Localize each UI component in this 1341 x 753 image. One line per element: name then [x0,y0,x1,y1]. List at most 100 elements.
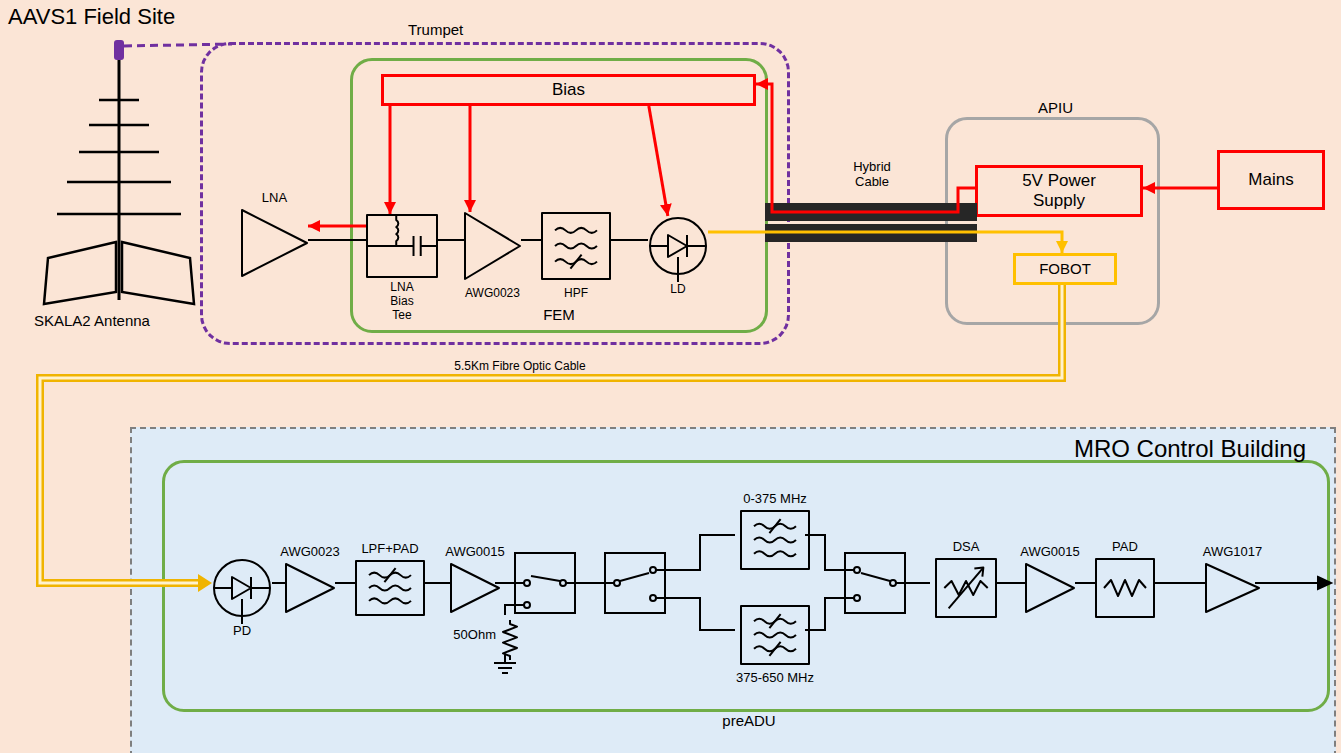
switch-contact [524,580,530,586]
diode-lead [241,599,243,624]
text-holder: SKALA2 Antenna [34,312,204,330]
text-holder: 5.5Km Fibre Optic Cable [400,356,640,374]
switch-contact [854,595,860,601]
pad-zigzag [1104,580,1146,596]
switch-pivot [614,580,620,586]
switch-symbol [515,553,575,613]
wire [665,535,735,570]
fibre-cable-inner [40,285,1062,583]
filter-symbol-drawing [740,510,810,570]
node-label: 0-375 MHz [743,492,807,507]
filter-strike [384,568,395,582]
laser-diode-symbol-drawing [648,216,708,276]
connector [390,106,391,214]
switch-pivot [560,580,566,586]
filter-strike [769,642,780,656]
connector-line [611,239,648,241]
output-arrowhead [1318,577,1331,589]
node-label: LD [670,283,685,297]
node-label: Trumpet [408,21,463,38]
switch-pivot [890,580,896,586]
bias-tee-symbol-drawing [366,214,438,278]
amplifier-symbol: AWG1017 [1205,563,1260,613]
fibre-cable-outer [40,285,1062,583]
connector [470,106,471,212]
optical-transmitter-box: FOBOT [1013,253,1117,285]
connector-line [1075,582,1095,584]
node-label: LNA Bias Tee [382,281,422,322]
photodiode-symbol: PD [212,558,272,618]
power-supply-box: 5V Power Supply [975,165,1143,217]
photodiode-symbol-drawing [212,558,272,618]
filter-wave [555,244,597,249]
switch-symbol [845,553,905,613]
wire [905,582,930,584]
connector-line [708,232,1062,253]
connector-line [272,582,285,584]
node-label: LPF+PAD [361,542,418,557]
amplifier-symbol-drawing [285,563,335,613]
fibre-arrowhead [198,574,212,592]
variable-arrowhead [974,568,983,577]
connector [308,240,366,241]
connector-line [308,225,366,228]
connector-line [469,106,472,212]
diode-triangle [232,577,251,599]
connector [1143,188,1217,189]
filter-symbol: 375-650 MHz [740,605,810,665]
diode-lead [687,245,706,247]
amplifier-symbol: AWG0015 [1025,563,1075,613]
diode-lead [650,245,668,247]
connector [521,240,541,241]
wire [805,598,845,630]
antenna-element [57,213,181,216]
amplifier-symbol-drawing [450,563,500,613]
symbol-outline [936,559,996,617]
amplifier-triangle [1206,564,1259,612]
module-group: PDAWG0023LPF+PADAWG001550Ohm0-375 MHz375… [162,460,1330,712]
filter-symbol-drawing [541,212,611,280]
ground-symbol [498,667,512,669]
switch-contact [650,595,656,601]
node-label: FOBOT [1039,260,1091,277]
variable-arrow [949,568,984,609]
diode-lead [251,587,270,589]
connector-line [1155,582,1205,584]
output-wire [1255,582,1320,584]
text-holder: FEM [353,306,765,324]
switch-arm [531,576,560,581]
switch-arm [620,573,649,581]
connector [611,240,648,241]
filter-strike [769,519,780,533]
connector-line [756,84,975,212]
text-holder: APIU [878,99,1233,117]
wire [665,598,735,630]
connector-line [425,582,450,584]
connector-line [997,582,1025,584]
antenna-fin [44,242,116,304]
switch-lead [845,597,854,599]
bias-tee-lead [367,245,414,247]
text-holder: AWG1017 [1135,542,1330,560]
node-label: AAVS1 Field Site [8,4,175,29]
text-holder: PD [142,621,342,639]
text-holder: 5V Power Supply [978,168,1140,214]
filter-symbol-drawing [740,605,810,665]
text-holder: LD [578,279,778,297]
switch-lead [605,582,614,584]
amplifier-symbol: AWG0015 [450,563,500,613]
node-label: FEM [543,306,575,323]
filter-wave [555,228,597,233]
amplifier-symbol: AWG0023 [464,212,521,280]
node-label: AWG0015 [1020,545,1080,560]
switch-symbol [605,553,665,613]
filter-wave [754,538,796,543]
enclosure-group: LNABiasLNA Bias TeeAWG0023HPFLDFEMTrumpe… [200,42,790,345]
diode-triangle [668,235,687,257]
switch-arm [861,573,890,581]
amplifier-triangle [451,564,499,612]
text-holder: Bias [384,77,753,103]
connector [1155,583,1205,584]
node-label: AWG1017 [1203,545,1263,560]
filter-wave [369,586,411,591]
